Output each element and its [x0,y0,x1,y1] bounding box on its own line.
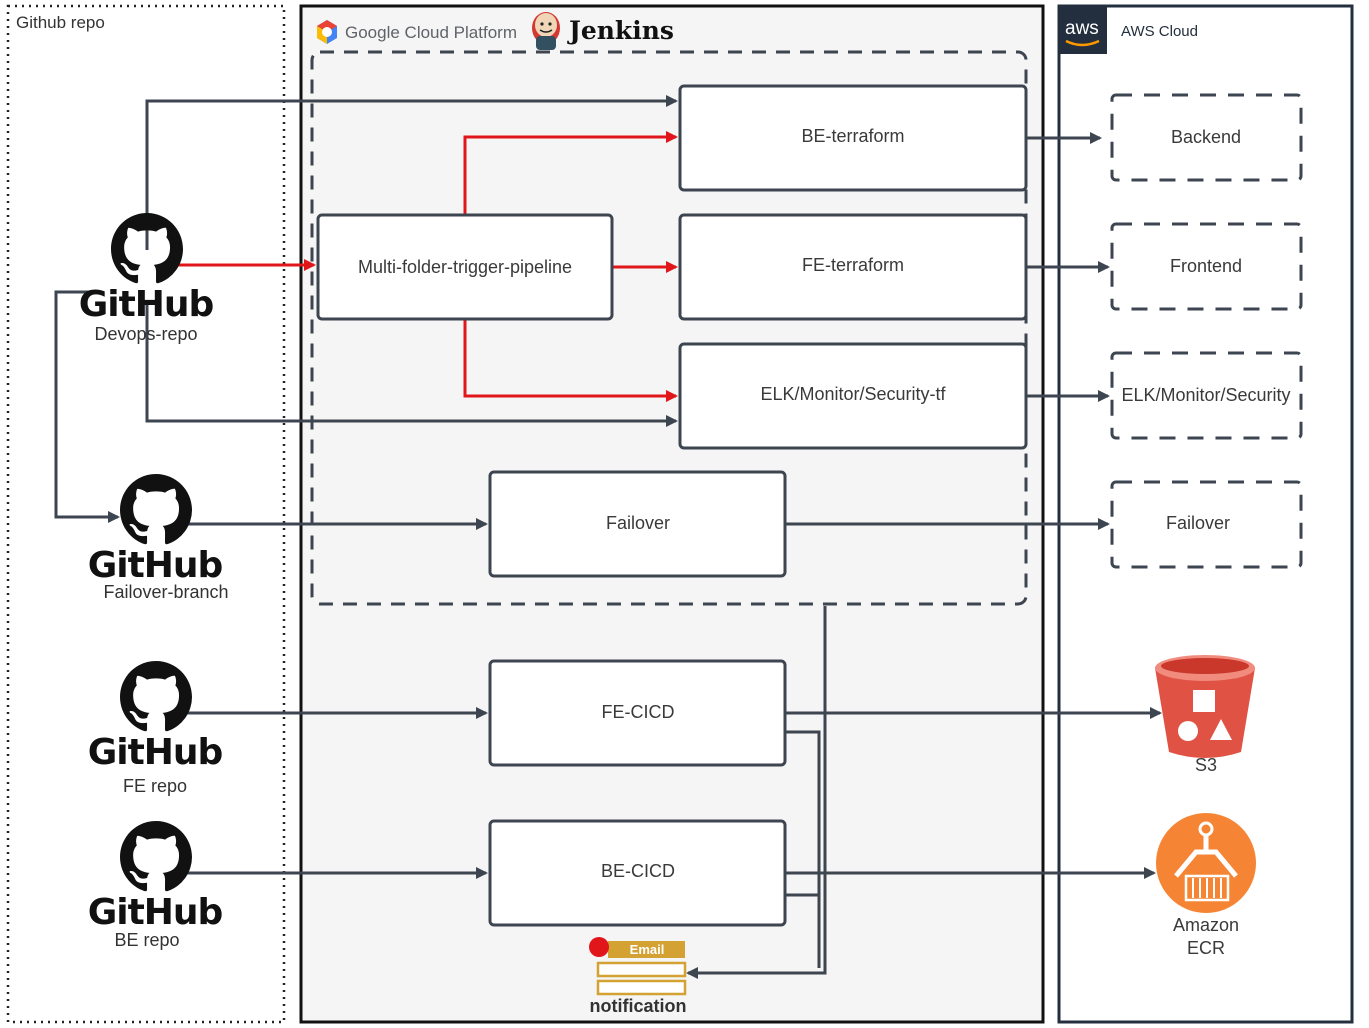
github-failover-icon [120,474,192,545]
fe-cicd-label: FE-CICD [602,702,675,722]
aws-elk-label: ELK/Monitor/Security [1121,385,1290,405]
repo-devops[interactable]: GitHub Devops-repo [79,213,215,344]
node-aws-frontend[interactable]: Frontend [1110,222,1303,311]
be-repo-label: BE repo [114,930,179,950]
be-terraform-label: BE-terraform [801,126,904,146]
fe-terraform-label: FE-terraform [802,255,904,275]
node-multi-folder-trigger-pipeline[interactable]: Multi-folder-trigger-pipeline [316,213,614,321]
aws-smile-icon [1065,39,1100,47]
node-aws-backend[interactable]: Backend [1110,93,1303,182]
edge-multi-to-elk [463,320,678,402]
aws-frontend-label: Frontend [1170,256,1242,276]
fe-github-word: GitHub [88,732,223,773]
node-fe-cicd[interactable]: FE-CICD [488,659,787,767]
aws-logo-text: aws [1065,18,1099,39]
node-aws-failover[interactable]: Failover [1110,480,1303,569]
elk-tf-label: ELK/Monitor/Security-tf [760,384,946,404]
repo-failover-branch[interactable]: GitHub Failover-branch [88,474,229,602]
devops-github-word: GitHub [79,284,214,325]
jenkins-title: Jenkins [567,16,674,45]
github-fe-icon [120,661,192,732]
amazon-ecr-icon[interactable] [1156,813,1256,913]
s3-bucket-icon[interactable] [1155,655,1255,758]
email-notification-icon[interactable]: Email [589,937,687,996]
node-aws-elk[interactable]: ELK/Monitor/Security [1110,351,1303,440]
edge-devops-to-be-terraform [145,95,678,250]
node-be-cicd[interactable]: BE-CICD [488,819,787,927]
repo-fe[interactable]: GitHub FE repo [88,661,224,796]
edge-fe-cicd-to-notification [786,730,821,968]
s3-label: S3 [1195,755,1217,775]
node-failover-job[interactable]: Failover [488,470,787,578]
aws-backend-label: Backend [1171,127,1241,147]
github-region-title: Github repo [16,13,105,32]
be-cicd-label: BE-CICD [601,861,675,881]
multi-pipeline-label: Multi-folder-trigger-pipeline [358,257,572,277]
jenkins-terraform-group [310,50,1028,606]
repo-be[interactable]: GitHub BE repo [88,821,224,950]
aws-title: AWS Cloud [1121,23,1198,40]
failover-branch-label: Failover-branch [103,582,228,602]
github-be-icon [120,821,192,892]
aws-failover-label: Failover [1166,513,1230,533]
ecr-label-line2: ECR [1187,938,1225,958]
github-repo-region [6,4,286,1024]
gcp-title: Google Cloud Platform [345,23,517,42]
edge-multi-to-be-terraform [463,131,678,215]
edge-jenkins-group-to-notification [686,606,827,979]
edge-devops-to-failover-branch [54,290,120,523]
email-badge-text: Email [630,942,665,957]
node-be-terraform[interactable]: BE-terraform [678,84,1028,192]
failover-github-word: GitHub [88,545,223,586]
fe-repo-label: FE repo [123,776,187,796]
failover-job-label: Failover [606,513,670,533]
node-elk-monitor-security-tf[interactable]: ELK/Monitor/Security-tf [678,342,1028,450]
jenkins-logo-icon [532,12,560,50]
devops-repo-label: Devops-repo [94,324,197,344]
edge-devops-to-elk [145,300,678,427]
google-cloud-logo-icon [317,20,337,44]
be-github-word: GitHub [88,892,223,933]
node-fe-terraform[interactable]: FE-terraform [678,213,1028,321]
ecr-label-line1: Amazon [1173,915,1239,935]
notification-label: notification [590,996,687,1016]
